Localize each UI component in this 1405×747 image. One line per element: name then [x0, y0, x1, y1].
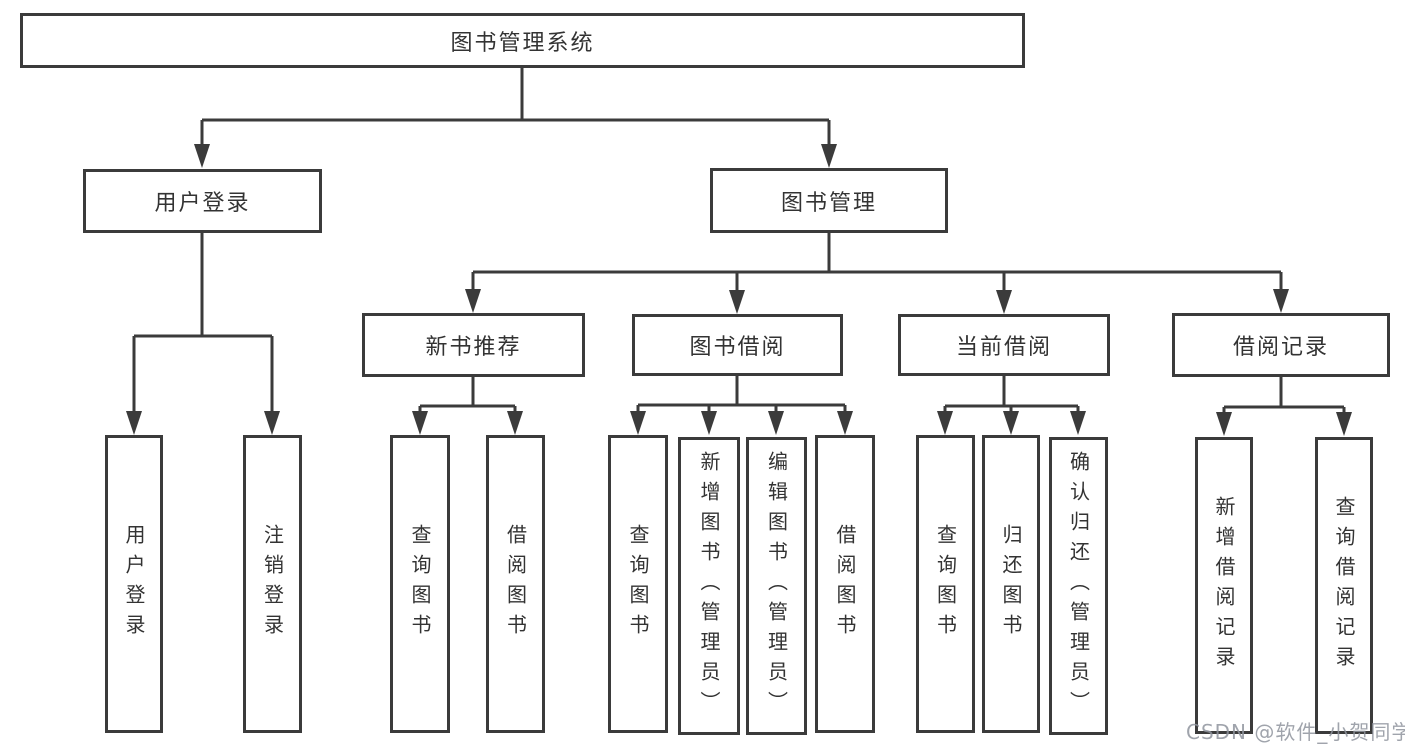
leaf-add-book-admin: 新增图书（管理员）: [678, 437, 740, 735]
edge-userlogin-to-leaves: [132, 233, 274, 414]
arrowheads: [126, 144, 1352, 436]
leaf-return-book: 归还图书: [982, 435, 1040, 733]
node-user-login: 用户登录: [83, 169, 322, 233]
leaf-edit-book-admin: 编辑图书（管理员）: [746, 437, 807, 735]
node-book-borrowing: 图书借阅: [632, 314, 843, 376]
node-borrowing-records: 借阅记录: [1172, 313, 1390, 377]
leaf-query-book-2: 查询图书: [608, 435, 668, 733]
leaf-borrow-book-2: 借阅图书: [815, 435, 875, 733]
leaf-user-login: 用户登录: [105, 435, 163, 733]
edge-newbook-to-leaves: [418, 377, 517, 415]
node-book-management: 图书管理: [710, 168, 948, 233]
edge-current-to-leaves: [943, 376, 1080, 415]
edge-root-to-level2: [200, 68, 831, 147]
node-current-borrowing: 当前借阅: [898, 314, 1110, 376]
node-root-system: 图书管理系统: [20, 13, 1025, 68]
leaf-query-book-3: 查询图书: [916, 435, 975, 733]
edge-records-to-leaves: [1222, 377, 1346, 415]
leaf-logout: 注销登录: [243, 435, 302, 733]
leaf-query-borrow-record: 查询借阅记录: [1315, 437, 1373, 734]
leaf-query-book-1: 查询图书: [390, 435, 450, 733]
leaf-borrow-book-1: 借阅图书: [486, 435, 545, 733]
edge-bookmgmt-to-level3: [471, 233, 1283, 292]
leaf-add-borrow-record: 新增借阅记录: [1195, 437, 1253, 734]
edge-borrowing-to-leaves: [636, 376, 847, 415]
node-new-book-recommend: 新书推荐: [362, 313, 585, 377]
leaf-confirm-return-admin: 确认归还（管理员）: [1049, 437, 1108, 735]
